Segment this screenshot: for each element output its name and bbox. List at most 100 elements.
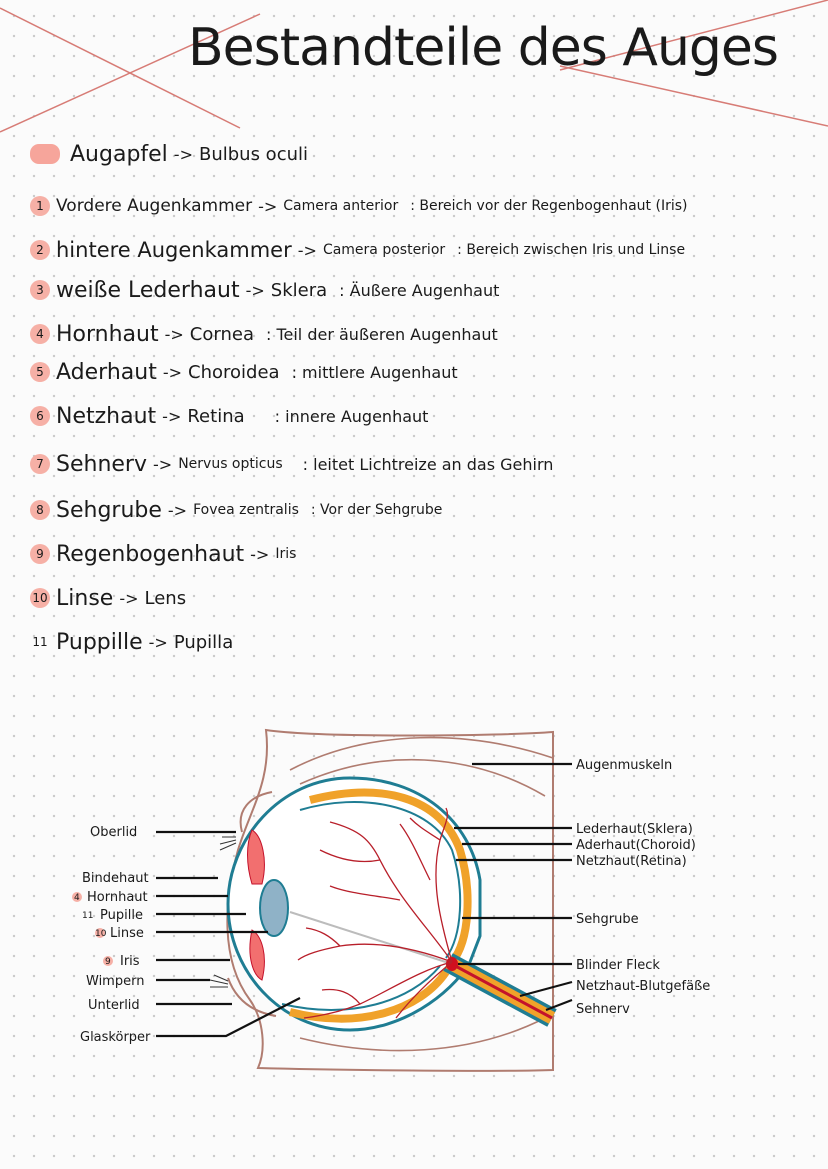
- legend-number: 6: [30, 406, 50, 426]
- label-blinder-fleck: Blinder Fleck: [576, 958, 660, 973]
- label-iris: Iris: [120, 954, 140, 969]
- legend-item: 4 Hornhaut -> Cornea : Teil der äußeren …: [30, 316, 498, 352]
- optic-nerve-vessel: [447, 960, 553, 1020]
- eyelashes-icon: [209, 836, 237, 988]
- retina-blood-vessels: [297, 807, 453, 1019]
- label-number: 11: [82, 911, 93, 921]
- legend-term: weiße Lederhaut: [56, 277, 240, 303]
- legend-number: 1: [30, 196, 50, 216]
- legend-term: Puppille: [56, 629, 143, 655]
- legend-latin: Camera posterior: [322, 242, 446, 258]
- legend-description: : leitet Lichtreize an das Gehirn: [302, 454, 554, 474]
- label-bindehaut: Bindehaut: [82, 871, 149, 886]
- label-glaskoerper: Glaskörper: [80, 1030, 151, 1045]
- cross-line-right-2: [559, 65, 828, 127]
- leader-lines: [156, 762, 573, 1038]
- legend-number: 3: [30, 280, 50, 300]
- eye-cross-section-diagram: Oberlid Bindehaut 4 Hornhaut 11 Pupille …: [72, 728, 710, 1072]
- sclera-outline: [226, 776, 482, 1032]
- arrow-icon: ->: [258, 196, 278, 216]
- eye-muscle-upper-inner: [299, 758, 546, 797]
- blind-spot-mark: [446, 957, 458, 971]
- legend-term: Sehgrube: [56, 497, 162, 523]
- legend-number: 8: [30, 500, 50, 520]
- label-wimpern: Wimpern: [86, 974, 144, 989]
- legend-latin: Retina: [187, 405, 245, 427]
- label-augenmuskeln: Augenmuskeln: [576, 758, 672, 773]
- label-aderhaut: Aderhaut(Choroid): [576, 838, 696, 853]
- legend-description: : Bereich zwischen Iris und Linse: [457, 242, 686, 258]
- lens-shape: [259, 879, 289, 937]
- legend-description: : Äußere Augenhaut: [339, 280, 500, 300]
- upper-eyelid-shape: [239, 791, 273, 833]
- legend-number: 5: [30, 362, 50, 382]
- arrow-icon: ->: [119, 588, 139, 608]
- legend-term: Netzhaut: [56, 403, 157, 429]
- legend-number: 9: [30, 544, 50, 564]
- label-linse: Linse: [110, 926, 144, 941]
- legend-number: 11: [32, 635, 48, 649]
- legend-item: 3 weiße Lederhaut -> Sklera : Äußere Aug…: [30, 272, 499, 308]
- crossed-out-lines: [0, 0, 828, 133]
- legend-term: Hornhaut: [56, 321, 159, 347]
- orbit-outline: [226, 728, 554, 1072]
- arrow-icon: ->: [167, 500, 188, 520]
- label-sehnerv: Sehnerv: [576, 1002, 630, 1017]
- legend-latin: Cornea: [189, 323, 254, 345]
- arrow-icon: ->: [162, 362, 183, 382]
- augapfel-color-swatch: [30, 144, 60, 164]
- arrow-icon: ->: [153, 454, 173, 474]
- legend-item: 7 Sehnerv -> Nervus opticus : leitet Lic…: [30, 446, 553, 482]
- label-pupille: Pupille: [100, 908, 143, 923]
- legend-item: 5 Aderhaut -> Choroidea : mittlere Augen…: [30, 354, 458, 390]
- legend-item: 8 Sehgrube -> Fovea zentralis : Vor der …: [30, 492, 442, 528]
- cross-line-left-1: [0, 7, 241, 129]
- legend-latin: Camera anterior: [283, 198, 399, 214]
- legend-latin: Nervus opticus: [178, 456, 283, 472]
- arrow-icon: ->: [297, 240, 317, 260]
- legend-latin: Fovea zentralis: [193, 502, 299, 518]
- cross-line-right-1: [559, 0, 828, 71]
- iris-lower: [249, 929, 265, 981]
- label-lederhaut: Lederhaut(Sklera): [576, 822, 693, 837]
- retina-upper: [299, 801, 462, 959]
- legend-latin: Lens: [144, 587, 187, 609]
- eye-muscle-upper: [289, 736, 554, 771]
- label-netzhaut: Netzhaut(Retina): [576, 854, 687, 869]
- label-hornhaut: Hornhaut: [87, 890, 148, 905]
- label-unterlid: Unterlid: [88, 998, 140, 1013]
- legend-term: Vordere Augenkammer: [56, 196, 253, 216]
- legend-number: 4: [30, 324, 50, 344]
- arrow-icon: ->: [148, 632, 168, 652]
- legend-latin: Sklera: [270, 279, 328, 301]
- eye-muscle-lower: [299, 1017, 546, 1052]
- choroid-upper: [309, 788, 472, 965]
- legend-description: : Teil der äußeren Augenhaut: [265, 324, 498, 344]
- label-number-badge: [95, 928, 105, 938]
- legend-latin: Pupilla: [173, 631, 234, 653]
- arrow-icon: ->: [173, 144, 193, 164]
- legend-item: 6 Netzhaut -> Retina : innere Augenhaut: [30, 398, 428, 434]
- legend-item: 9 Regenbogenhaut -> Iris: [30, 536, 296, 572]
- label-number: 4: [74, 893, 80, 903]
- visual-axis-line: [289, 911, 453, 965]
- page-title: Bestandteile des Auges: [188, 18, 779, 78]
- legend-description: : Bereich vor der Regenbogenhaut (Iris): [410, 198, 688, 214]
- arrow-icon: ->: [164, 324, 184, 344]
- label-number-badge: [72, 892, 82, 902]
- legend-latin: Bulbus oculi: [198, 143, 308, 165]
- iris-upper: [247, 829, 265, 885]
- legend-number: 7: [30, 454, 50, 474]
- label-number: 10: [95, 929, 107, 939]
- legend-term: Linse: [56, 585, 114, 611]
- label-number: 9: [105, 957, 111, 967]
- legend-term: Sehnerv: [56, 451, 147, 477]
- arrow-icon: ->: [250, 544, 270, 564]
- legend-term: Augapfel: [70, 141, 168, 167]
- legend-item: 2 hintere Augenkammer -> Camera posterio…: [30, 232, 685, 268]
- legend-latin: Iris: [275, 546, 297, 562]
- arrow-icon: ->: [162, 406, 182, 426]
- label-number-badge: [103, 956, 113, 966]
- legend-term: Regenbogenhaut: [56, 541, 245, 567]
